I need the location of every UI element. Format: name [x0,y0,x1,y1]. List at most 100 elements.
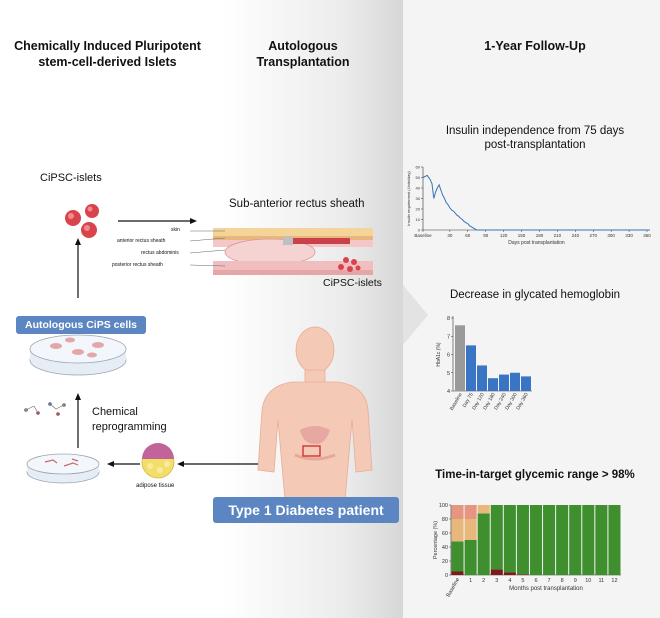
chart3-bar-segment [451,505,464,519]
chart1-x-tick-label: 240 [572,233,580,238]
chart3-x-tick-label: 8 [561,578,564,584]
sub-anterior-rectus-sheath-title: Sub-anterior rectus sheath [229,198,365,210]
chart3-bar-segment [503,572,516,575]
chart1-x-tick-label: 60 [465,233,471,238]
chemical-reprogramming-line1: Chemical [92,406,138,418]
chart1-y-tick-label: 20 [416,207,421,212]
chart3-bar-segment [582,505,595,575]
chemical-reprogramming-line2: reprogramming [92,421,167,433]
header-cipsc-line2: stem-cell-derived Islets [38,55,177,69]
chart2-y-tick-label: 4 [447,389,450,395]
chart3-bar-segment [608,505,621,575]
chart1-y-tick-label: 0 [418,228,421,233]
chart2-bar [521,376,531,391]
layer-posterior-rectus-sheath: posterior rectus sheath [112,262,163,268]
chart3-x-axis-label: Months post transplantation [509,586,583,592]
chart3-bar-segment [490,505,503,570]
petri-dish-fibroblasts-icon [26,453,100,484]
chart3-bar-segment [490,569,503,575]
chart1-x-tick-label: 30 [447,233,453,238]
chart3-bar-segment [503,505,516,573]
chart1-series-line [422,174,650,231]
chart2-y-tick-label: 8 [447,316,450,322]
layer-skin: skin [171,227,180,233]
chart3-x-tick-label: 7 [548,578,551,584]
chart3-x-tick-label: 12 [611,578,617,584]
chart2-bar [477,365,487,391]
chart3-x-tick-label: 10 [585,578,591,584]
chart1-x-tick-label: 270 [589,233,597,238]
chart1-x-axis-label: Days post transplantation [508,240,565,246]
chart3-x-tick-label: 5 [521,578,524,584]
chart1-y-tick-label: 40 [416,186,421,191]
chart2-y-tick-label: 7 [447,334,450,340]
patient-organs-icon [294,426,336,461]
chart2-bar [455,325,465,391]
chart3-bar-segment [543,505,556,575]
adipose-tissue-label: adipose tissue [136,483,175,489]
chemical-reprogramming-label: Chemical reprogramming [92,405,167,435]
chart2-y-tick-label: 6 [447,353,450,359]
islet-clusters-icon [65,204,99,238]
autologous-cips-cells-badge: Autologous CiPS cells [16,316,146,334]
layer-anterior-rectus-sheath: anterior rectus sheath [117,238,166,244]
implant-islets-icon [338,257,361,272]
chart1-x-tick-label: 300 [607,233,615,238]
chart3-bar-segment [595,505,608,575]
chart2-bar [466,345,476,391]
chart1-y-tick-label: 50 [416,175,421,180]
chart1-x-tick-label: 330 [625,233,633,238]
chart1-title-line2: post-transplantation [484,139,586,151]
chart1-title: Insulin independence from 75 days post-t… [415,124,655,152]
small-molecules-icon [24,402,66,416]
chart2-bar [499,374,509,391]
petri-dish-colonies-icon [29,334,127,376]
chart3-y-tick-label: 20 [442,559,448,565]
chart3-x-tick-label: 4 [508,578,511,584]
chart2-y-axis-label: HbA1c (%) [436,342,442,367]
chart3-y-axis-label: Percentage (%) [433,521,439,559]
chart2-y-tick-label: 5 [447,371,450,377]
chart3-bar-segment [477,513,490,575]
chart1-x-tick-label: 210 [554,233,562,238]
cipsc-islets-label: CiPSC-islets [40,172,102,184]
layer-rectus-abdominis: rectus abdominis [141,250,179,256]
chart1-y-tick-label: 10 [416,217,421,222]
chart1-x-tick-label: 90 [483,233,489,238]
chart1-y-tick-label: 30 [416,196,421,201]
chart3-x-tick-label: 11 [599,578,605,584]
chart1-x-tick-label: Baseline [414,233,432,238]
header-transplant-line2: Transplantation [256,55,350,69]
chart3-y-tick-label: 60 [442,531,448,537]
chart3-x-tick-label: 6 [534,578,537,584]
chart1-x-tick-label: 360 [643,233,651,238]
chart3-bar-segment [464,540,477,575]
header-transplant-line1: Autologous [268,39,338,53]
header-follow-up: 1-Year Follow-Up [484,39,586,53]
chart3-x-tick-label: 9 [574,578,577,584]
chart2-bar [510,372,520,391]
adipose-tissue-icon [141,443,175,479]
chart2-title: Decrease in glycated hemoglobin [449,289,621,301]
chart3-x-tick-label: 2 [482,578,485,584]
chart3-bar-segment [516,574,529,575]
chart3-title: Time-in-target glycemic range > 98% [435,469,635,481]
chart3-y-tick-label: 40 [442,545,448,551]
chart3-y-tick-label: 100 [439,503,448,509]
chart1-x-tick-label: 180 [536,233,544,238]
chart1-y-tick-label: 60 [416,165,421,170]
chart1-title-line1: Insulin independence from 75 days [445,125,625,137]
header-cipsc-line1: Chemically Induced Pluripotent [14,39,201,53]
type1-diabetes-patient-badge: Type 1 Diabetes patient [213,497,399,523]
header-transplantation: Autologous Transplantation [228,38,378,70]
chart3-bar-segment [451,541,464,572]
header-cipsc-islets: Chemically Induced Pluripotent stem-cell… [0,38,215,70]
chart3-x-tick-label: 3 [495,578,498,584]
chart3-bar-segment [451,519,464,542]
implant-islets-label: CiPSC-islets [323,277,382,289]
chart1-y-axis-label: Insulin requirement (Units/day) [406,171,411,226]
